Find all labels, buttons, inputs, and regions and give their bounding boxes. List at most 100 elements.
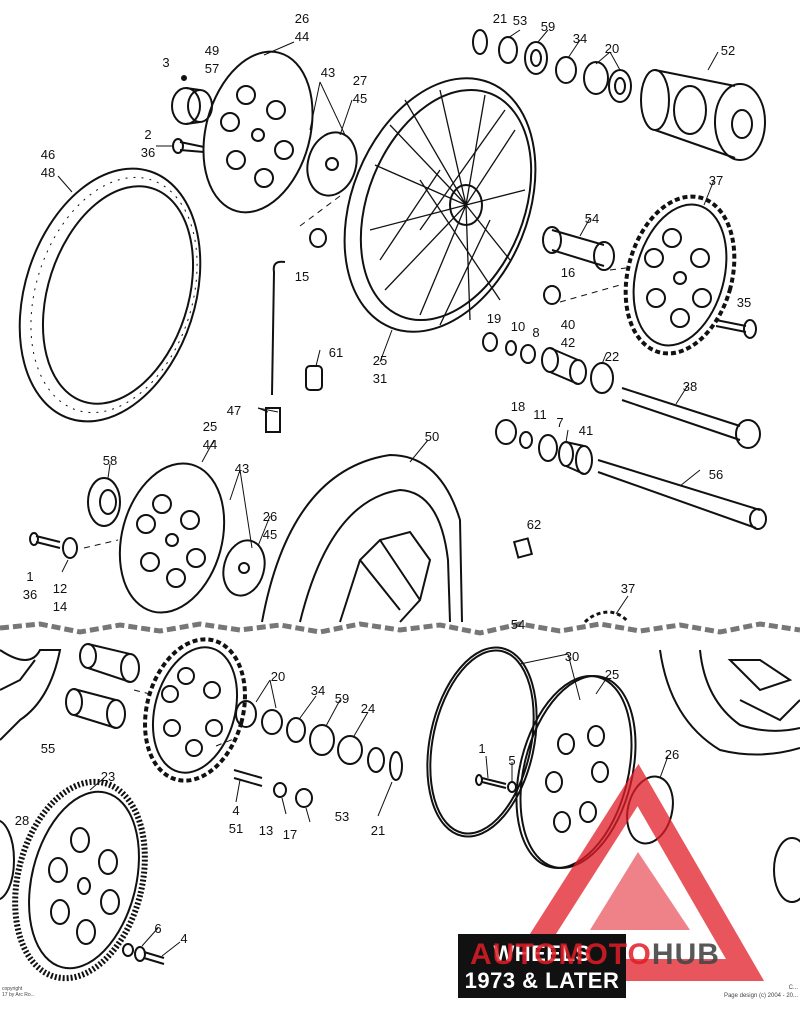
callout-12: 12 — [53, 581, 67, 596]
belt-ring-part — [426, 646, 538, 838]
bolt-part — [172, 138, 205, 154]
cast-wheel-part — [261, 453, 463, 623]
callout-25: 25 — [373, 353, 387, 368]
callout-56: 56 — [709, 467, 723, 482]
callout-49: 49 — [205, 43, 219, 58]
callout-8: 8 — [532, 325, 539, 340]
callout-14: 14 — [53, 599, 67, 614]
callout-11: 11 — [533, 407, 547, 422]
callout-19: 19 — [487, 311, 501, 326]
callout-25: 25 — [605, 667, 619, 682]
bearing-stack-part — [472, 29, 632, 103]
title-line-2: 1973 & LATER — [464, 968, 620, 993]
cast-wheel-part — [659, 649, 800, 756]
sprocket-part — [143, 637, 247, 783]
callout-36: 36 — [141, 145, 155, 160]
callout-26: 26 — [295, 11, 309, 26]
callout-44: 44 — [295, 29, 309, 44]
callout-28: 28 — [15, 813, 29, 828]
watermark-part-2: HUB — [651, 938, 720, 971]
callout-1: 1 — [26, 569, 33, 584]
callout-26: 26 — [263, 509, 277, 524]
callout-5: 5 — [508, 753, 515, 768]
spacer-part — [79, 643, 140, 683]
callout-13: 13 — [259, 823, 273, 838]
nut-part — [543, 285, 561, 305]
seal-part — [87, 477, 121, 527]
bolt-part — [715, 319, 757, 339]
callout-38: 38 — [683, 379, 697, 394]
callout-15: 15 — [295, 269, 309, 284]
callout-3: 3 — [162, 55, 169, 70]
spacer-sleeve-part — [65, 688, 126, 729]
callout-4: 4 — [232, 803, 239, 818]
callout-51: 51 — [229, 821, 243, 836]
callout-37: 37 — [709, 173, 723, 188]
cast-wheel-part — [0, 649, 62, 741]
callout-37: 37 — [621, 581, 635, 596]
pulley-cover-part — [515, 675, 637, 869]
callout-30: 30 — [565, 649, 579, 664]
callout-16: 16 — [561, 265, 575, 280]
callout-4: 4 — [180, 931, 187, 946]
axle-part — [597, 459, 767, 530]
callout-54: 54 — [585, 211, 599, 226]
bearing-part — [171, 87, 213, 125]
spacer-sleeve-part — [558, 441, 593, 475]
spacer-sleeve-part — [541, 347, 587, 385]
callout-59: 59 — [541, 19, 555, 34]
copyright-right: C... Page design (c) 2004 - 20... — [723, 985, 798, 999]
callout-53: 53 — [513, 13, 527, 28]
callout-20: 20 — [271, 669, 285, 684]
callout-27: 27 — [353, 73, 367, 88]
callout-35: 35 — [737, 295, 751, 310]
callout-24: 24 — [361, 701, 375, 716]
callout-48: 48 — [41, 165, 55, 180]
callout-43: 43 — [235, 461, 249, 476]
callout-53: 53 — [335, 809, 349, 824]
watermark-part-1: AUTOMOTO — [470, 938, 652, 971]
title-line-1: WHEELS — [493, 941, 591, 966]
callout-57: 57 — [205, 61, 219, 76]
callout-25: 25 — [203, 419, 217, 434]
callout-46: 46 — [41, 147, 55, 162]
callout-1: 1 — [478, 741, 485, 756]
callout-36: 36 — [23, 587, 37, 602]
spoked-wheel-part — [343, 77, 537, 333]
callout-58: 58 — [103, 453, 117, 468]
callout-62: 62 — [527, 517, 541, 532]
callout-44: 44 — [203, 437, 217, 452]
rim-part — [18, 167, 202, 423]
callout-42: 42 — [561, 335, 575, 350]
watermark-logo-inner — [590, 852, 690, 930]
brake-disc-part — [118, 462, 226, 614]
sprocket-part — [623, 194, 737, 356]
watermark-text: AUTOMOTOHUB — [470, 938, 720, 972]
callout-43: 43 — [321, 65, 335, 80]
callout-10: 10 — [511, 319, 525, 334]
callout-34: 34 — [311, 683, 325, 698]
callout-45: 45 — [263, 527, 277, 542]
bearing-stack-part — [235, 700, 403, 781]
valve-cap-part — [305, 365, 323, 391]
callout-18: 18 — [511, 399, 525, 414]
axle-part — [621, 387, 761, 449]
copyright-left: copyright 17 by Arc Ro... — [2, 986, 35, 998]
diagram-title-box: WHEELS 1973 & LATER — [458, 934, 626, 998]
valve-stem-part — [265, 260, 286, 433]
callout-21: 21 — [493, 11, 507, 26]
callout-21: 21 — [371, 823, 385, 838]
callout-7: 7 — [556, 415, 563, 430]
callout-41: 41 — [579, 423, 593, 438]
hub-part — [640, 69, 766, 161]
callout-52: 52 — [721, 43, 735, 58]
callout-17: 17 — [283, 827, 297, 842]
callout-50: 50 — [425, 429, 439, 444]
callout-6: 6 — [154, 921, 161, 936]
callout-45: 45 — [353, 91, 367, 106]
callout-34: 34 — [573, 31, 587, 46]
callout-61: 61 — [329, 345, 343, 360]
callout-55: 55 — [41, 741, 55, 756]
callout-22: 22 — [605, 349, 619, 364]
